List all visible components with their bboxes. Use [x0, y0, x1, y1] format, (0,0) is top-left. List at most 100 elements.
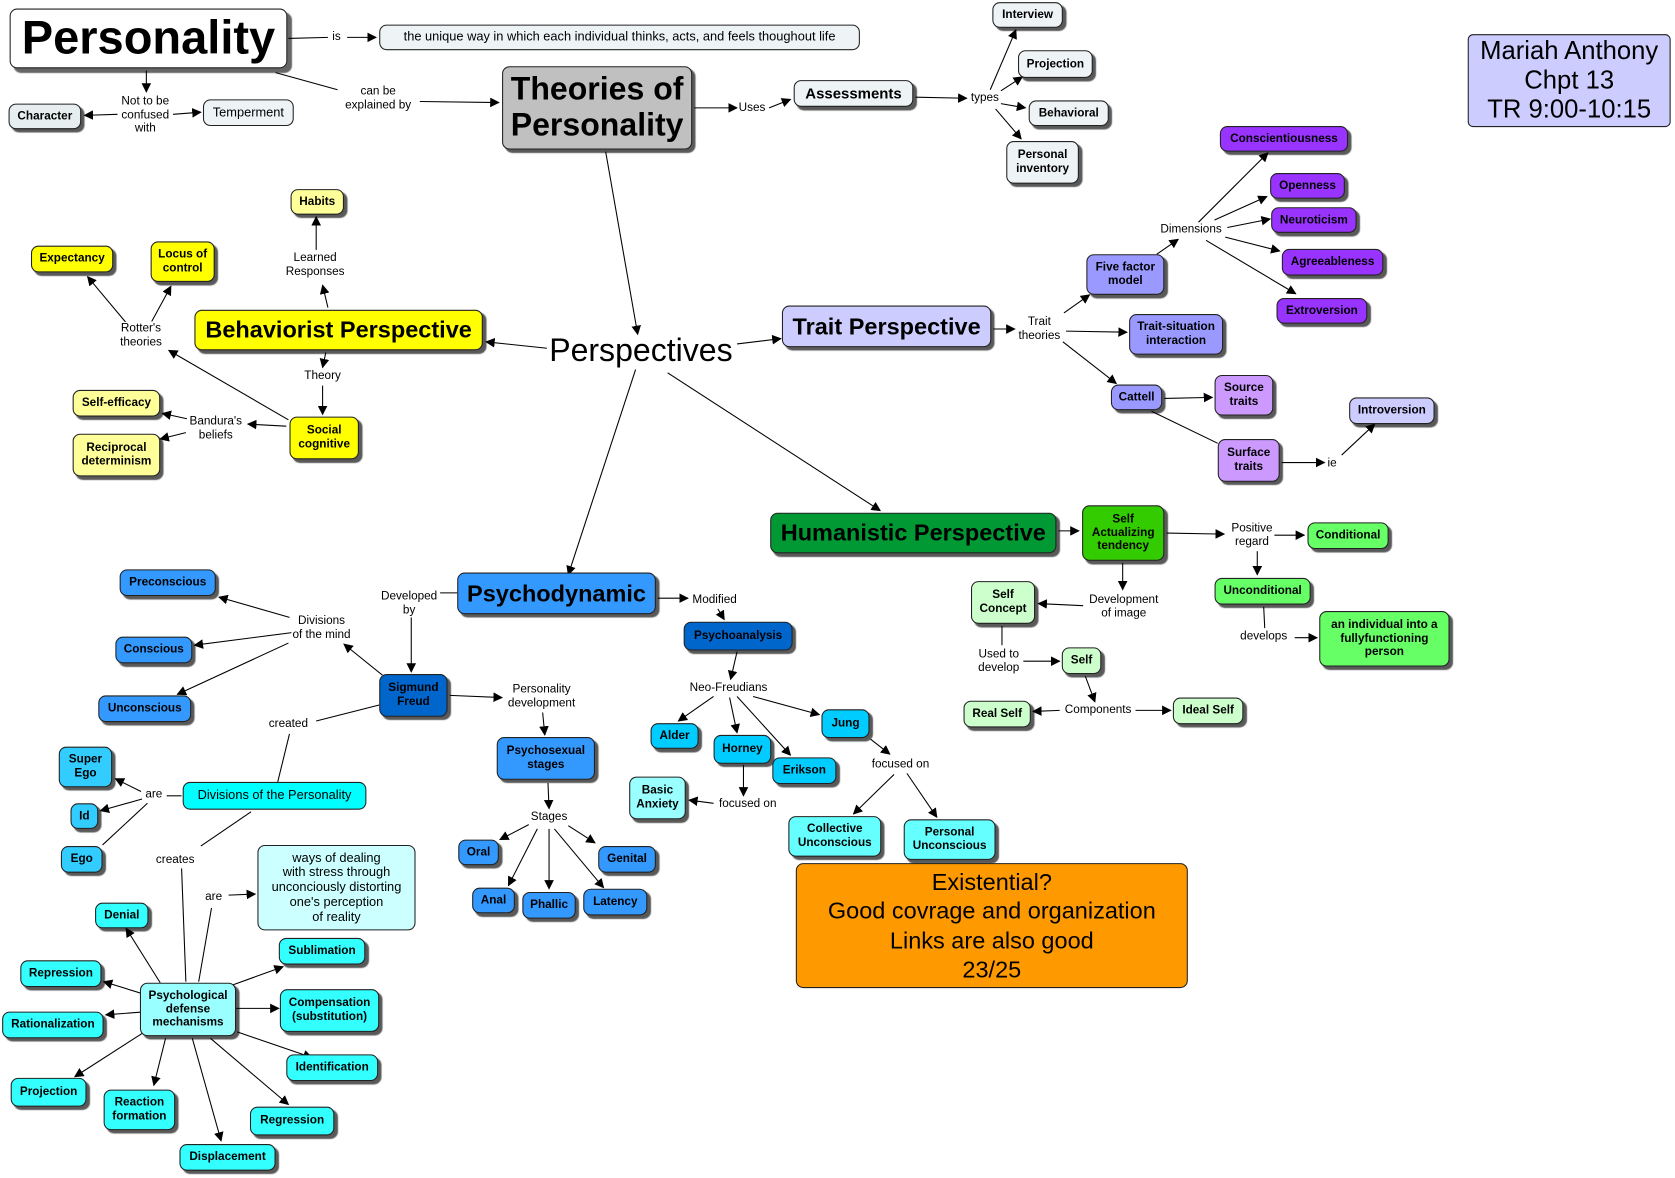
concept-node-reaction-formation[interactable]: Reaction formation	[103, 1089, 176, 1131]
concept-node-expectancy[interactable]: Expectancy	[30, 245, 114, 273]
connection-line	[191, 1038, 224, 1142]
concept-node-ego[interactable]: Ego	[60, 846, 103, 873]
connection-line	[768, 98, 792, 109]
concept-node-author-info[interactable]: Mariah Anthony Chpt 13 TR 9:00-10:15	[1467, 34, 1671, 128]
concept-node-ideal-self[interactable]: Ideal Self	[1172, 697, 1244, 725]
concept-node-extroversion[interactable]: Extroversion	[1276, 298, 1368, 324]
concept-node-real-self[interactable]: Real Self	[963, 700, 1031, 728]
concept-node-unconscious[interactable]: Unconscious	[98, 695, 192, 723]
connection-line	[736, 334, 782, 345]
connection-line	[915, 93, 968, 103]
concept-node-ways-of-dealing[interactable]: ways of dealing with stress through unco…	[257, 844, 416, 931]
concept-node-introversion[interactable]: Introversion	[1349, 397, 1435, 425]
connection-line	[677, 696, 714, 722]
concept-node-conditional[interactable]: Conditional	[1307, 522, 1389, 550]
concept-node-temperment[interactable]: Temperment	[202, 99, 294, 127]
concept-node-locus[interactable]: Locus of control	[150, 241, 215, 283]
concept-node-source-traits[interactable]: Source traits	[1214, 374, 1274, 416]
concept-node-oral[interactable]: Oral	[458, 839, 499, 866]
concept-node-basic-anxiety[interactable]: Basic Anxiety	[629, 776, 686, 820]
concept-node-identification[interactable]: Identification	[286, 1054, 379, 1082]
concept-node-unconditional[interactable]: Unconditional	[1214, 577, 1311, 605]
concept-node-character[interactable]: Character	[8, 103, 82, 130]
concept-node-five-factor[interactable]: Five factor model	[1086, 254, 1165, 295]
concept-node-genital[interactable]: Genital	[598, 846, 656, 873]
link-label-modified: Modified	[691, 593, 738, 608]
concept-node-behavioral[interactable]: Behavioral	[1028, 100, 1109, 127]
connection-line	[567, 825, 596, 844]
connection-line	[1225, 236, 1281, 254]
concept-node-personality[interactable]: Personality	[9, 8, 288, 69]
concept-node-displacement[interactable]: Displacement	[179, 1144, 276, 1171]
concept-node-psychodynamic[interactable]: Psychodynamic	[457, 572, 656, 615]
concept-node-collective-unconscious[interactable]: Collective Unconscious	[788, 816, 882, 857]
link-label-rotters-theories: Rotter's theories	[119, 321, 163, 349]
concept-node-rationalization[interactable]: Rationalization	[2, 1011, 104, 1039]
concept-node-id[interactable]: Id	[70, 803, 99, 829]
connection-line	[198, 907, 213, 982]
concept-node-personal-unconscious[interactable]: Personal Unconscious	[903, 819, 996, 860]
concept-node-reciprocal[interactable]: Reciprocal determinism	[72, 433, 161, 477]
concept-node-humanistic[interactable]: Humanistic Perspective	[770, 512, 1057, 554]
concept-node-social-cognitive[interactable]: Social cognitive	[289, 416, 359, 460]
concept-node-agreeableness[interactable]: Agreeableness	[1281, 248, 1384, 276]
concept-node-repression[interactable]: Repression	[20, 960, 102, 988]
link-label-neo-freudians: Neo-Freudians	[688, 681, 769, 695]
concept-node-horney[interactable]: Horney	[713, 734, 772, 764]
concept-node-self-actualizing[interactable]: Self Actualizing tendency	[1082, 505, 1165, 561]
concept-node-fully-functioning[interactable]: an individual into a fullyfunctioning pe…	[1319, 611, 1450, 667]
concept-node-behaviorist[interactable]: Behaviorist Perspective	[194, 309, 483, 351]
connection-line	[729, 697, 740, 734]
concept-node-trait-situation[interactable]: Trait-situation interaction	[1129, 314, 1224, 355]
concept-node-theories[interactable]: Theories of Personality	[502, 66, 693, 150]
concept-node-neuroticism[interactable]: Neuroticism	[1271, 207, 1357, 233]
concept-node-defense[interactable]: Psychological defense mechanisms	[139, 982, 237, 1037]
concept-node-erikson[interactable]: Erikson	[772, 757, 837, 785]
link-label-developed-by: Developed by	[379, 590, 439, 618]
concept-node-sublimation[interactable]: Sublimation	[278, 937, 366, 965]
concept-node-projection-test[interactable]: Projection	[1017, 50, 1093, 78]
connection-line	[161, 410, 188, 420]
concept-node-self[interactable]: Self	[1061, 647, 1102, 675]
connection-line	[114, 778, 142, 793]
concept-node-psychosexual[interactable]: Psychosexual stages	[496, 737, 595, 780]
connection-line	[210, 1037, 290, 1106]
connection-line	[1156, 238, 1180, 255]
concept-node-preconscious[interactable]: Preconscious	[119, 569, 216, 597]
concept-node-conscious[interactable]: Conscious	[115, 636, 193, 664]
concept-node-compensation[interactable]: Compensation (substitution)	[279, 989, 380, 1032]
concept-node-existential[interactable]: Existential? Good covrage and organizati…	[795, 863, 1188, 989]
concept-node-regression[interactable]: Regression	[249, 1106, 335, 1136]
concept-node-personal-inventory[interactable]: Personal inventory	[1006, 141, 1079, 184]
concept-node-self-concept[interactable]: Self Concept	[970, 581, 1036, 624]
link-label-created: created	[267, 717, 310, 731]
connection-line	[1037, 599, 1084, 609]
concept-node-denial[interactable]: Denial	[95, 902, 149, 929]
concept-node-jung[interactable]: Jung	[821, 709, 870, 739]
concept-node-freud[interactable]: Sigmund Freud	[379, 674, 448, 717]
concept-node-divisions-personality[interactable]: Divisions of the Personality	[182, 781, 367, 810]
concept-node-openness[interactable]: Openness	[1270, 173, 1345, 199]
connection-line	[228, 889, 257, 900]
concept-node-alder[interactable]: Alder	[650, 723, 699, 749]
connection-line	[507, 828, 538, 887]
concept-node-assessments[interactable]: Assessments	[793, 80, 914, 107]
concept-node-trait-perspective[interactable]: Trait Perspective	[781, 305, 992, 348]
concept-node-phallic[interactable]: Phallic	[522, 891, 576, 919]
concept-node-projection-def[interactable]: Projection	[10, 1077, 87, 1107]
link-label-perspectives: Perspectives	[549, 333, 733, 369]
concept-node-latency[interactable]: Latency	[583, 888, 648, 916]
concept-node-self-efficacy[interactable]: Self-efficacy	[72, 389, 161, 417]
concept-node-super-ego[interactable]: Super Ego	[58, 746, 113, 788]
concept-node-cattell[interactable]: Cattell	[1110, 384, 1163, 411]
concept-node-interview[interactable]: Interview	[992, 2, 1063, 28]
concept-node-conscientiousness[interactable]: Conscientiousness	[1219, 126, 1349, 152]
concept-node-anal[interactable]: Anal	[472, 887, 515, 914]
concept-node-habits[interactable]: Habits	[290, 189, 344, 215]
concept-node-surface-traits[interactable]: Surface traits	[1217, 439, 1280, 482]
concept-node-psychoanalysis[interactable]: Psychoanalysis	[683, 621, 793, 651]
connection-line	[167, 349, 289, 421]
connection-line	[1205, 239, 1297, 295]
concept-node-definition[interactable]: the unique way in which each individual …	[379, 24, 860, 51]
connection-line	[275, 72, 338, 91]
